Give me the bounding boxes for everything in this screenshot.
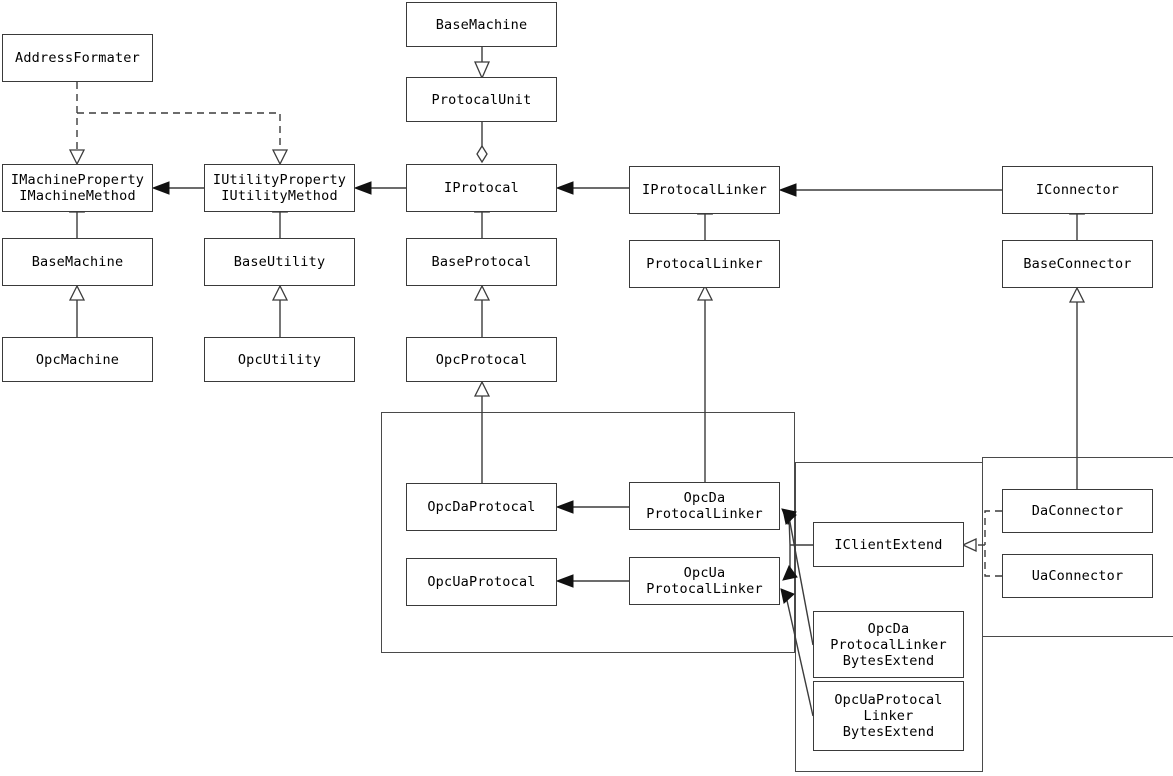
class-box-iconnector[interactable]: IConnector [1002, 166, 1153, 214]
solid-arrow-head [151, 181, 170, 195]
class-box-opc-utility[interactable]: OpcUtility [204, 337, 355, 382]
solid-arrow-head [353, 181, 372, 195]
class-box-protocal-unit[interactable]: ProtocalUnit [406, 77, 557, 122]
class-box-opc-ua-protocal[interactable]: OpcUaProtocal [406, 558, 557, 606]
class-box-opc-ua-protocal-linker[interactable]: OpcUa ProtocalLinker [629, 557, 780, 605]
class-box-base-machine-left[interactable]: BaseMachine [2, 238, 153, 286]
solid-arrow-head [555, 181, 574, 195]
group-connector-container [982, 457, 1173, 637]
open-arrow-head [68, 149, 86, 166]
hollow-triangle-head [696, 284, 714, 301]
diamond-head [476, 144, 488, 164]
hollow-triangle-head [473, 380, 491, 397]
class-box-opc-machine[interactable]: OpcMachine [2, 337, 153, 382]
class-box-opc-da-protocal[interactable]: OpcDaProtocal [406, 483, 557, 531]
hollow-triangle-head [474, 61, 490, 80]
class-box-da-connector[interactable]: DaConnector [1002, 489, 1153, 533]
class-box-base-connector[interactable]: BaseConnector [1002, 240, 1153, 288]
class-box-ua-connector[interactable]: UaConnector [1002, 554, 1153, 598]
class-box-iprotocal[interactable]: IProtocal [406, 164, 557, 212]
class-box-imachine-property[interactable]: IMachineProperty IMachineMethod [2, 164, 153, 212]
group-protocal-container [381, 412, 795, 653]
class-box-iclient-extend[interactable]: IClientExtend [813, 522, 964, 567]
hollow-triangle-head [271, 284, 289, 301]
hollow-triangle-head [68, 284, 86, 301]
class-box-base-protocal[interactable]: BaseProtocal [406, 238, 557, 286]
open-arrow-head [271, 149, 289, 166]
edge-addressformater-iutilityproperty [77, 112, 281, 156]
class-box-opc-protocal[interactable]: OpcProtocal [406, 337, 557, 382]
class-box-iutility-property[interactable]: IUtilityProperty IUtilityMethod [204, 164, 355, 212]
class-box-iprotocal-linker[interactable]: IProtocalLinker [629, 166, 780, 214]
class-box-opc-da-protocal-linker[interactable]: OpcDa ProtocalLinker [629, 482, 780, 530]
class-box-base-utility[interactable]: BaseUtility [204, 238, 355, 286]
class-box-protocal-linker[interactable]: ProtocalLinker [629, 240, 780, 288]
hollow-triangle-head [1068, 286, 1086, 303]
class-box-base-machine-top[interactable]: BaseMachine [406, 2, 557, 47]
class-box-opc-ua-linker-bytes-extend[interactable]: OpcUaProtocal Linker BytesExtend [813, 681, 964, 751]
hollow-triangle-head [473, 284, 491, 301]
class-box-address-formater[interactable]: AddressFormater [2, 34, 153, 82]
solid-arrow-head [778, 183, 797, 197]
class-box-opc-da-linker-bytes-extend[interactable]: OpcDa ProtocalLinker BytesExtend [813, 611, 964, 678]
